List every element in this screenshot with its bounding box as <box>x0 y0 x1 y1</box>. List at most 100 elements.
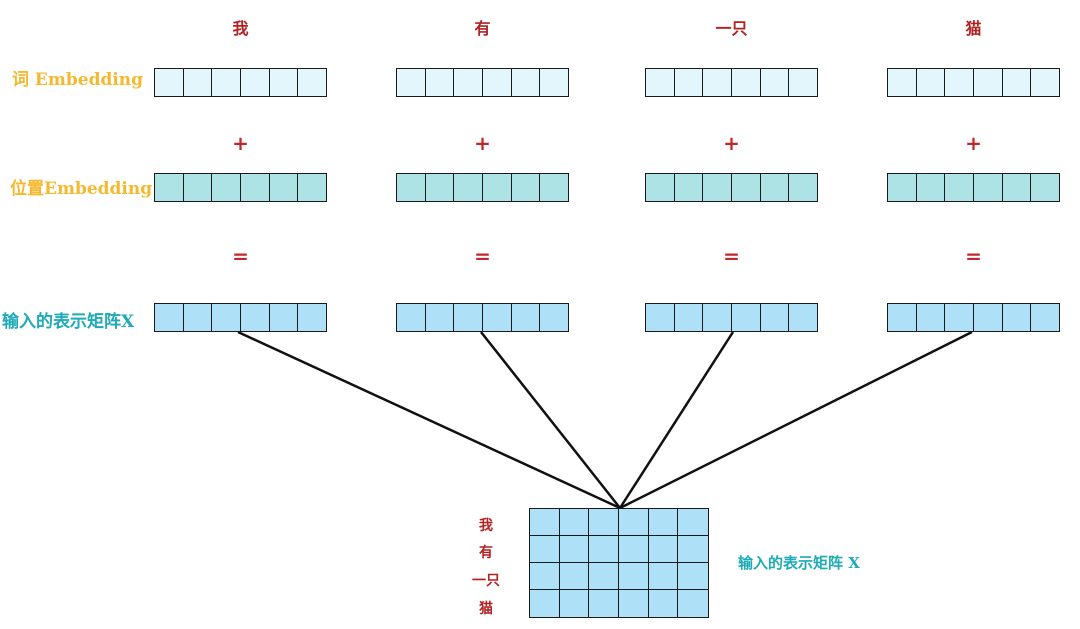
vector-cell <box>483 304 512 331</box>
matrix-cell <box>589 563 619 590</box>
vector-cell <box>183 69 213 96</box>
input-vector <box>645 303 818 332</box>
position-embedding-vector <box>396 173 569 202</box>
vector-cell <box>789 174 818 201</box>
matrix-cell <box>618 509 649 536</box>
vector-cell <box>1031 304 1060 331</box>
connector-line <box>480 331 621 509</box>
vector-cell <box>760 174 790 201</box>
plus-sign: + <box>965 131 982 155</box>
connector-line <box>237 330 621 510</box>
position-embedding-vector <box>154 173 327 202</box>
matrix-cell <box>618 590 649 617</box>
vector-cell <box>674 69 704 96</box>
vector-cell <box>483 174 512 201</box>
vector-cell <box>425 174 455 201</box>
vector-cell <box>298 174 327 201</box>
plus-sign: + <box>723 131 740 155</box>
vector-cell <box>789 69 818 96</box>
vector-cell <box>155 304 184 331</box>
vector-cell <box>1031 69 1060 96</box>
vector-cell <box>425 69 455 96</box>
vector-cell <box>269 304 299 331</box>
vector-cell <box>916 304 946 331</box>
vector-cell <box>454 304 484 331</box>
vector-cell <box>732 174 761 201</box>
token-word: 猫 <box>965 19 982 38</box>
vector-cell <box>540 174 569 201</box>
matrix-cell <box>589 536 619 563</box>
vector-cell <box>1002 174 1032 201</box>
input-vector <box>154 303 327 332</box>
vector-cell <box>298 69 327 96</box>
position-embedding-label: 位置Embedding <box>10 179 153 199</box>
matrix-row-label: 猫 <box>479 601 493 617</box>
vector-cell <box>397 174 426 201</box>
input-matrix <box>529 508 709 618</box>
vector-cell <box>674 304 704 331</box>
matrix-cell <box>530 563 560 590</box>
vector-cell <box>183 304 213 331</box>
vector-cell <box>888 69 917 96</box>
word-embedding-vector <box>887 68 1060 97</box>
position-embedding-vector <box>645 173 818 202</box>
vector-cell <box>241 174 270 201</box>
vector-cell <box>241 304 270 331</box>
token-word: 我 <box>232 19 249 38</box>
vector-cell <box>789 304 818 331</box>
matrix-cell <box>559 536 590 563</box>
vector-cell <box>511 69 541 96</box>
vector-cell <box>540 69 569 96</box>
matrix-cell <box>648 509 679 536</box>
vector-cell <box>483 69 512 96</box>
vector-cell <box>760 304 790 331</box>
vector-cell <box>732 69 761 96</box>
plus-sign: + <box>232 131 249 155</box>
word-embedding-vector <box>154 68 327 97</box>
vector-cell <box>974 304 1003 331</box>
word-embedding-vector <box>645 68 818 97</box>
vector-cell <box>945 304 975 331</box>
matrix-cell <box>618 563 649 590</box>
matrix-cell <box>678 509 708 536</box>
vector-cell <box>269 69 299 96</box>
vector-cell <box>454 174 484 201</box>
equals-sign: = <box>474 244 491 268</box>
matrix-cell <box>678 536 708 563</box>
vector-cell <box>1031 174 1060 201</box>
word-embedding-vector <box>396 68 569 97</box>
input-matrix-label: 输入的表示矩阵X <box>2 312 135 332</box>
vector-cell <box>269 174 299 201</box>
matrix-cell <box>530 590 560 617</box>
input-vector <box>887 303 1060 332</box>
vector-cell <box>212 174 242 201</box>
vector-cell <box>1002 304 1032 331</box>
vector-cell <box>732 304 761 331</box>
vector-cell <box>454 69 484 96</box>
vector-cell <box>298 304 327 331</box>
vector-cell <box>212 69 242 96</box>
vector-cell <box>1002 69 1032 96</box>
vector-cell <box>916 69 946 96</box>
vector-cell <box>974 69 1003 96</box>
input-vector <box>396 303 569 332</box>
matrix-cell <box>648 563 679 590</box>
matrix-cell <box>618 536 649 563</box>
matrix-row-label: 一只 <box>472 573 500 589</box>
vector-cell <box>646 174 675 201</box>
vector-cell <box>511 174 541 201</box>
vector-cell <box>425 304 455 331</box>
vector-cell <box>212 304 242 331</box>
matrix-cell <box>530 509 560 536</box>
plus-sign: + <box>474 131 491 155</box>
word-embedding-label: 词 Embedding <box>12 70 144 90</box>
matrix-cell <box>648 536 679 563</box>
connector-line <box>619 330 973 510</box>
vector-cell <box>888 304 917 331</box>
position-embedding-vector <box>887 173 1060 202</box>
vector-cell <box>397 69 426 96</box>
vector-cell <box>974 174 1003 201</box>
matrix-cell <box>589 509 619 536</box>
